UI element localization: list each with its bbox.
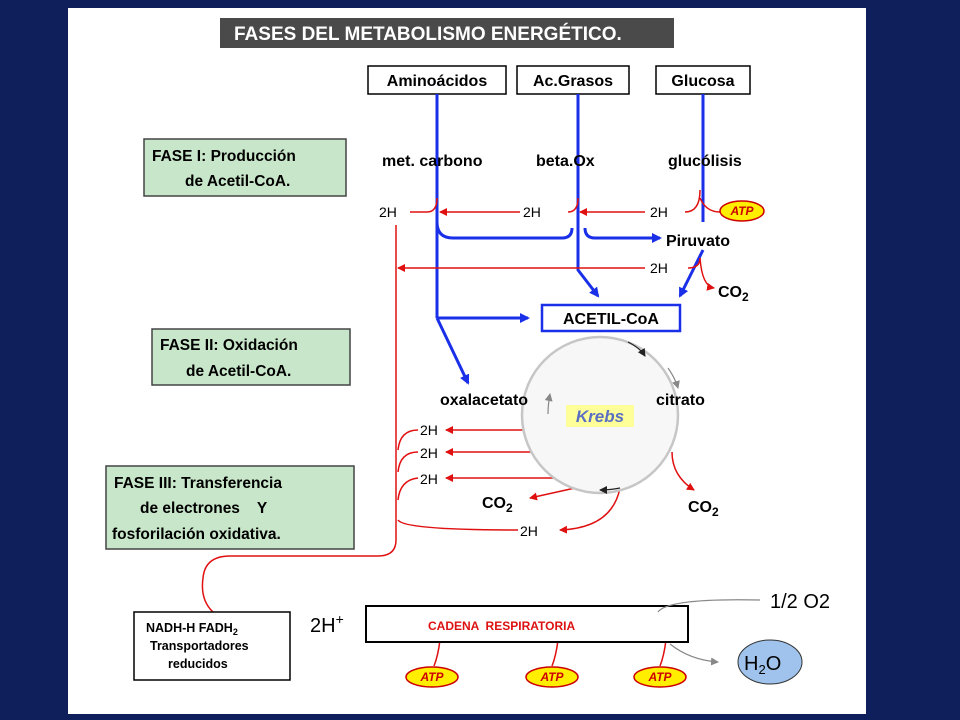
pyruvate-label: Piruvato <box>666 233 730 250</box>
h2-label-krebs-1: 2H <box>420 422 438 438</box>
transporters-box: NADH-H FADH2 Transportadores reducidos <box>133 611 291 681</box>
protons-label: 2H+ <box>310 611 344 637</box>
atp-label-chain-2: ATP <box>539 670 564 684</box>
pathway-beta-ox: beta.Ox <box>536 153 595 170</box>
atp-badge-glycolysis: ATP <box>719 200 765 222</box>
phase-3-box: FASE III: Transferencia de electrones Y … <box>105 465 355 550</box>
page-title: FASES DEL METABOLISMO ENERGÉTICO. <box>234 23 622 45</box>
carbon-2h-curve <box>410 197 438 213</box>
h2-label-glycolysis: 2H <box>650 204 668 220</box>
title-bar: FASES DEL METABOLISMO ENERGÉTICO. <box>220 18 674 48</box>
respiratory-chain-label: CADENA RESPIRATORIA <box>428 619 575 633</box>
transporters-line-1: NADH-H FADH2 <box>146 621 238 637</box>
co2-pyruvate: CO2 <box>718 284 749 304</box>
phase-1-line-2: de Acetil-CoA. <box>185 173 290 190</box>
citrate-label: citrato <box>656 392 705 409</box>
krebs-cycle-arrow-bottom <box>599 485 621 494</box>
pathway-glycolysis: glucólisis <box>668 153 742 170</box>
atp-label-chain-1: ATP <box>419 670 444 684</box>
source-glucose: Glucosa <box>655 65 751 95</box>
transporters-line-2: Transportadores <box>150 639 249 653</box>
krebs-2h-3-curl <box>397 477 419 501</box>
pyruvate-to-acetyl-arrow <box>678 249 705 298</box>
acetyl-coa-label: ACETIL-CoA <box>563 311 659 328</box>
arrow-krebs-co2-left <box>529 487 576 501</box>
glycolysis-atp-curve <box>699 197 721 213</box>
oxygen-line <box>657 599 761 613</box>
transporters-line-3: reducidos <box>168 657 228 671</box>
reduced-carrier-collector-line <box>201 225 397 613</box>
arrow-to-water <box>669 643 719 666</box>
phase-2-line-1: FASE II: Oxidación <box>160 337 298 354</box>
krebs-label: Krebs <box>576 407 624 426</box>
oxaloacetate-label: oxalacetato <box>440 392 528 409</box>
chain-atp-3-line <box>659 639 667 667</box>
krebs-2h-1-curl <box>397 429 419 451</box>
oxygen-label: 1/2 O2 <box>770 591 830 613</box>
co2-krebs-right: CO2 <box>688 499 719 519</box>
source-fatty-acids-label: Ac.Grasos <box>533 73 613 90</box>
phase-2-box: FASE II: Oxidación de Acetil-CoA. <box>151 328 351 386</box>
h2-label-krebs-3: 2H <box>420 471 438 487</box>
krebs-2h-4-curl <box>397 519 519 531</box>
respiratory-chain-box: CADENA RESPIRATORIA <box>365 605 689 643</box>
acetyl-coa-box: ACETIL-CoA <box>540 303 682 333</box>
fatty-acid-flow-line <box>576 94 600 298</box>
h2-label-carbon: 2H <box>379 204 397 220</box>
phase-2-line-2: de Acetil-CoA. <box>186 363 291 380</box>
arrow-krebs-2h-4 <box>559 487 621 534</box>
atp-badge-chain-1: ATP <box>405 666 459 688</box>
arrow-to-pyruvate <box>583 227 662 243</box>
water-badge: H2O <box>737 639 803 685</box>
atp-badge-chain-2: ATP <box>525 666 579 688</box>
krebs-cycle-arrow-oxaloacetate <box>544 393 553 415</box>
blue-flows <box>435 94 705 385</box>
chain-atp-1-line <box>433 639 441 667</box>
h2-label-krebs-4: 2H <box>520 523 538 539</box>
chain-atp-2-line <box>551 639 559 667</box>
phase-1-box: FASE I: Producción de Acetil-CoA. <box>143 138 347 197</box>
arrow-krebs-co2-right <box>671 451 695 491</box>
h2-label-krebs-2: 2H <box>420 445 438 461</box>
phase-1-line-1: FASE I: Producción <box>152 148 296 165</box>
krebs-entry-arrow <box>627 341 646 357</box>
krebs-cycle: Krebs <box>520 335 680 495</box>
aminoacid-to-pyruvate-line <box>435 221 574 240</box>
source-aminoacids: Aminoácidos <box>367 65 507 95</box>
water-label: H2O <box>744 653 781 677</box>
source-fatty-acids: Ac.Grasos <box>516 65 630 95</box>
arrow-pyruvate-co2 <box>699 257 715 291</box>
krebs-2h-2-curl <box>397 451 419 473</box>
source-aminoacids-label: Aminoácidos <box>387 73 488 90</box>
source-glucose-label: Glucosa <box>671 73 734 90</box>
atp-badge-chain-3: ATP <box>633 666 687 688</box>
krebs-cycle-arrow-citrate <box>667 367 680 389</box>
h2-label-pyruvate: 2H <box>650 260 668 276</box>
phase-3-line-1: FASE III: Transferencia <box>114 475 282 492</box>
atp-label-chain-3: ATP <box>647 670 672 684</box>
glycolysis-2h-curve <box>684 189 701 213</box>
arrow-to-oxaloacetate <box>435 317 470 385</box>
pathway-carbon: met. carbono <box>382 153 483 170</box>
red-flows <box>201 189 721 667</box>
phase-3-line-3: fosforilación oxidativa. <box>112 526 281 543</box>
h2-label-beta-ox: 2H <box>523 204 541 220</box>
beta-ox-2h-curve <box>567 197 579 213</box>
atp-label-glycolysis: ATP <box>729 204 754 218</box>
phase-3-line-2: de electrones Y <box>140 500 268 517</box>
co2-krebs-left: CO2 <box>482 495 513 515</box>
